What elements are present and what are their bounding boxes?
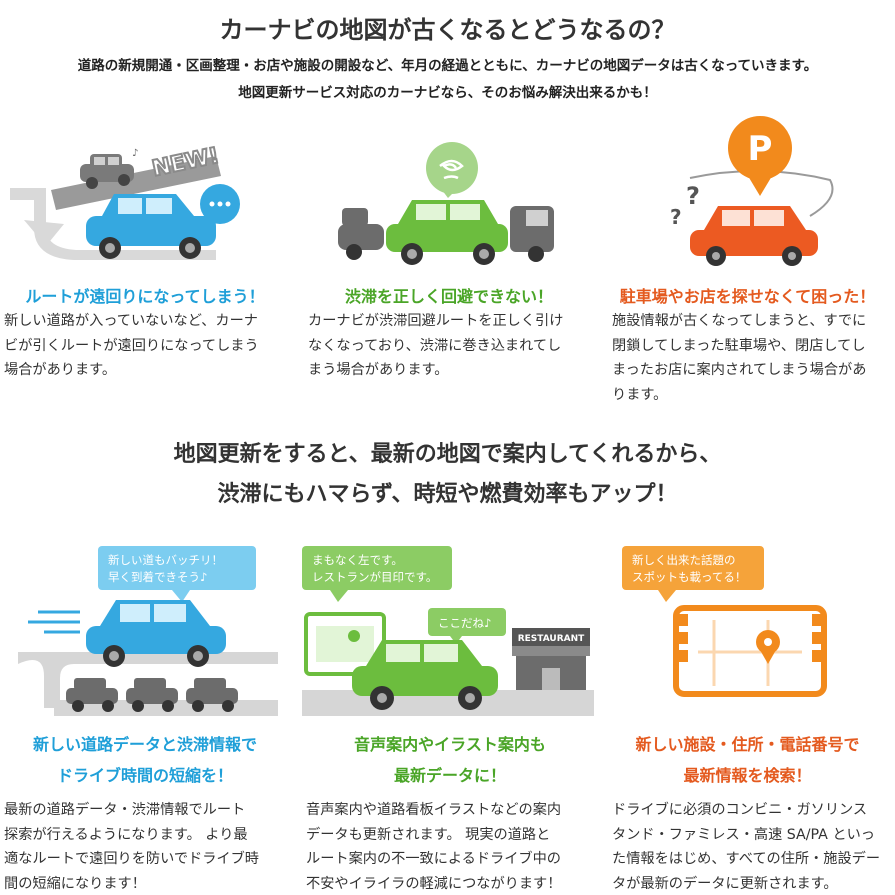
- benefit-body-facility: ドライブに必須のコンビニ・ガソリンス タンド・ファミレス・高速 SA/PA とい…: [612, 802, 881, 892]
- middle-headline-1: 地図更新をすると、最新の地図で案内してくれるから、: [173, 442, 722, 467]
- roads: [18, 652, 278, 708]
- problem-heading-detour: ルートが遠回りになってしまう！: [25, 287, 265, 306]
- restaurant-icon: RESTAURANT: [512, 628, 590, 694]
- route-loop: [689, 170, 834, 217]
- svg-text:?: ?: [670, 205, 682, 229]
- svg-text:新しく出来た話題の スポットも載ってる！: 新しく出来た話題の スポットも載ってる！: [632, 553, 746, 584]
- parking-search-illustration: P ? ?: [660, 108, 860, 268]
- bubble2-label: ここだね♪: [438, 616, 491, 630]
- fast-route-illustration: 新しい道もバッチリ！ 早く到着できそう♪: [14, 540, 282, 720]
- parking-letter: P: [748, 129, 773, 169]
- orange-car-icon: [690, 206, 818, 266]
- parking-pin-icon: [728, 116, 792, 180]
- gray-truck-icon: [510, 206, 554, 262]
- traffic-jam-illustration: [336, 138, 556, 268]
- gray-car-icon: [80, 154, 134, 189]
- benefit-heading-facility: 新しい施設・住所・電話番号で 最新情報を検索！: [635, 735, 860, 785]
- lead-text-1: 道路の新規開通・区画整理・お店や施設の開設など、年月の経過とともに、カーナビの地…: [77, 58, 818, 74]
- problem-body-parking: 施設情報が古くなってしまうと、すでに 閉鎖してしまった駐車場や、閉店してし まっ…: [612, 313, 867, 403]
- svg-text:まもなく左です。 レストランが目印です。: まもなく左です。 レストランが目印です。: [312, 553, 437, 584]
- voice-guide-illustration: まもなく左です。 レストランが目印です。 ここだね♪ RESTAURANT: [302, 540, 594, 720]
- restaurant-sign: RESTAURANT: [518, 634, 585, 644]
- blue-car-icon: [86, 194, 216, 259]
- benefit-heading-voice: 音声案内やイラスト案内も 最新データに！: [354, 735, 546, 785]
- bubble-line-1: 新しく出来た話題の: [632, 553, 736, 567]
- jammed-cars-icon: [66, 678, 238, 704]
- benefit-body-route: 最新の道路データ・渋滞情報でルート 探索が行えるようになります。 より最 適なル…: [4, 802, 259, 892]
- problem-body-traffic: カーナビが渋滞回避ルートを正しく引け なくなっており、渋滞に巻き込まれてし まう…: [308, 313, 564, 378]
- bubble-line-1: 新しい道もバッチリ！: [108, 553, 223, 567]
- nav-screen-icon: [673, 605, 827, 697]
- problem-body-detour: 新しい道路が入っていないなど、カーナ ビが引くルートが遠回りになってしまう 場合…: [4, 313, 259, 378]
- worry-bubble-icon: [426, 142, 478, 194]
- speech-bubble: [622, 546, 764, 590]
- new-road: [51, 156, 221, 210]
- green-car-icon: [352, 640, 498, 710]
- lead-text-2: 地図更新サービス対応のカーナビなら、そのお悩み解決出来るかも！: [238, 85, 657, 101]
- benefit-heading-route: 新しい道路データと渋滞情報で ドライブ時間の短縮を！: [32, 735, 257, 785]
- problem-heading-traffic: 渋滞を正しく回避できない！: [344, 287, 553, 306]
- svg-text:♪: ♪: [132, 148, 138, 159]
- bubble-line-2: スポットも載ってる！: [632, 570, 746, 584]
- gray-car-left-icon: [338, 208, 384, 260]
- detour-illustration: ♪ NEW!: [6, 128, 296, 278]
- speech-bubble: [98, 546, 256, 590]
- bubble-line-2: レストランが目印です。: [312, 570, 437, 584]
- speech-bubble-2: [428, 608, 506, 636]
- facility-search-illustration: 新しく出来た話題の スポットも載ってる！: [618, 540, 858, 720]
- svg-text:新しい道もバッチリ！ 早く到着できそう♪: 新しい道もバッチリ！ 早く到着できそう♪: [108, 553, 227, 584]
- speech-bubble: [302, 546, 452, 590]
- green-car-icon: [386, 200, 508, 265]
- question-mark-icon: ?: [686, 182, 700, 210]
- benefit-body-voice: 音声案内や道路看板イラストなどの案内 データも更新されます。 現実の道路と ルー…: [306, 802, 562, 892]
- middle-headline-2: 渋滞にもハマらず、時短や燃費効率もアップ！: [217, 482, 678, 507]
- problem-heading-parking: 駐車場やお店を探せなくて困った！: [619, 287, 876, 306]
- page-title: カーナビの地図が古くなるとどうなるの？: [219, 16, 676, 44]
- bubble-line-1: まもなく左です。: [312, 553, 403, 567]
- blue-car-icon: [86, 600, 226, 667]
- bubble-line-2: 早く到着できそう♪: [108, 570, 207, 584]
